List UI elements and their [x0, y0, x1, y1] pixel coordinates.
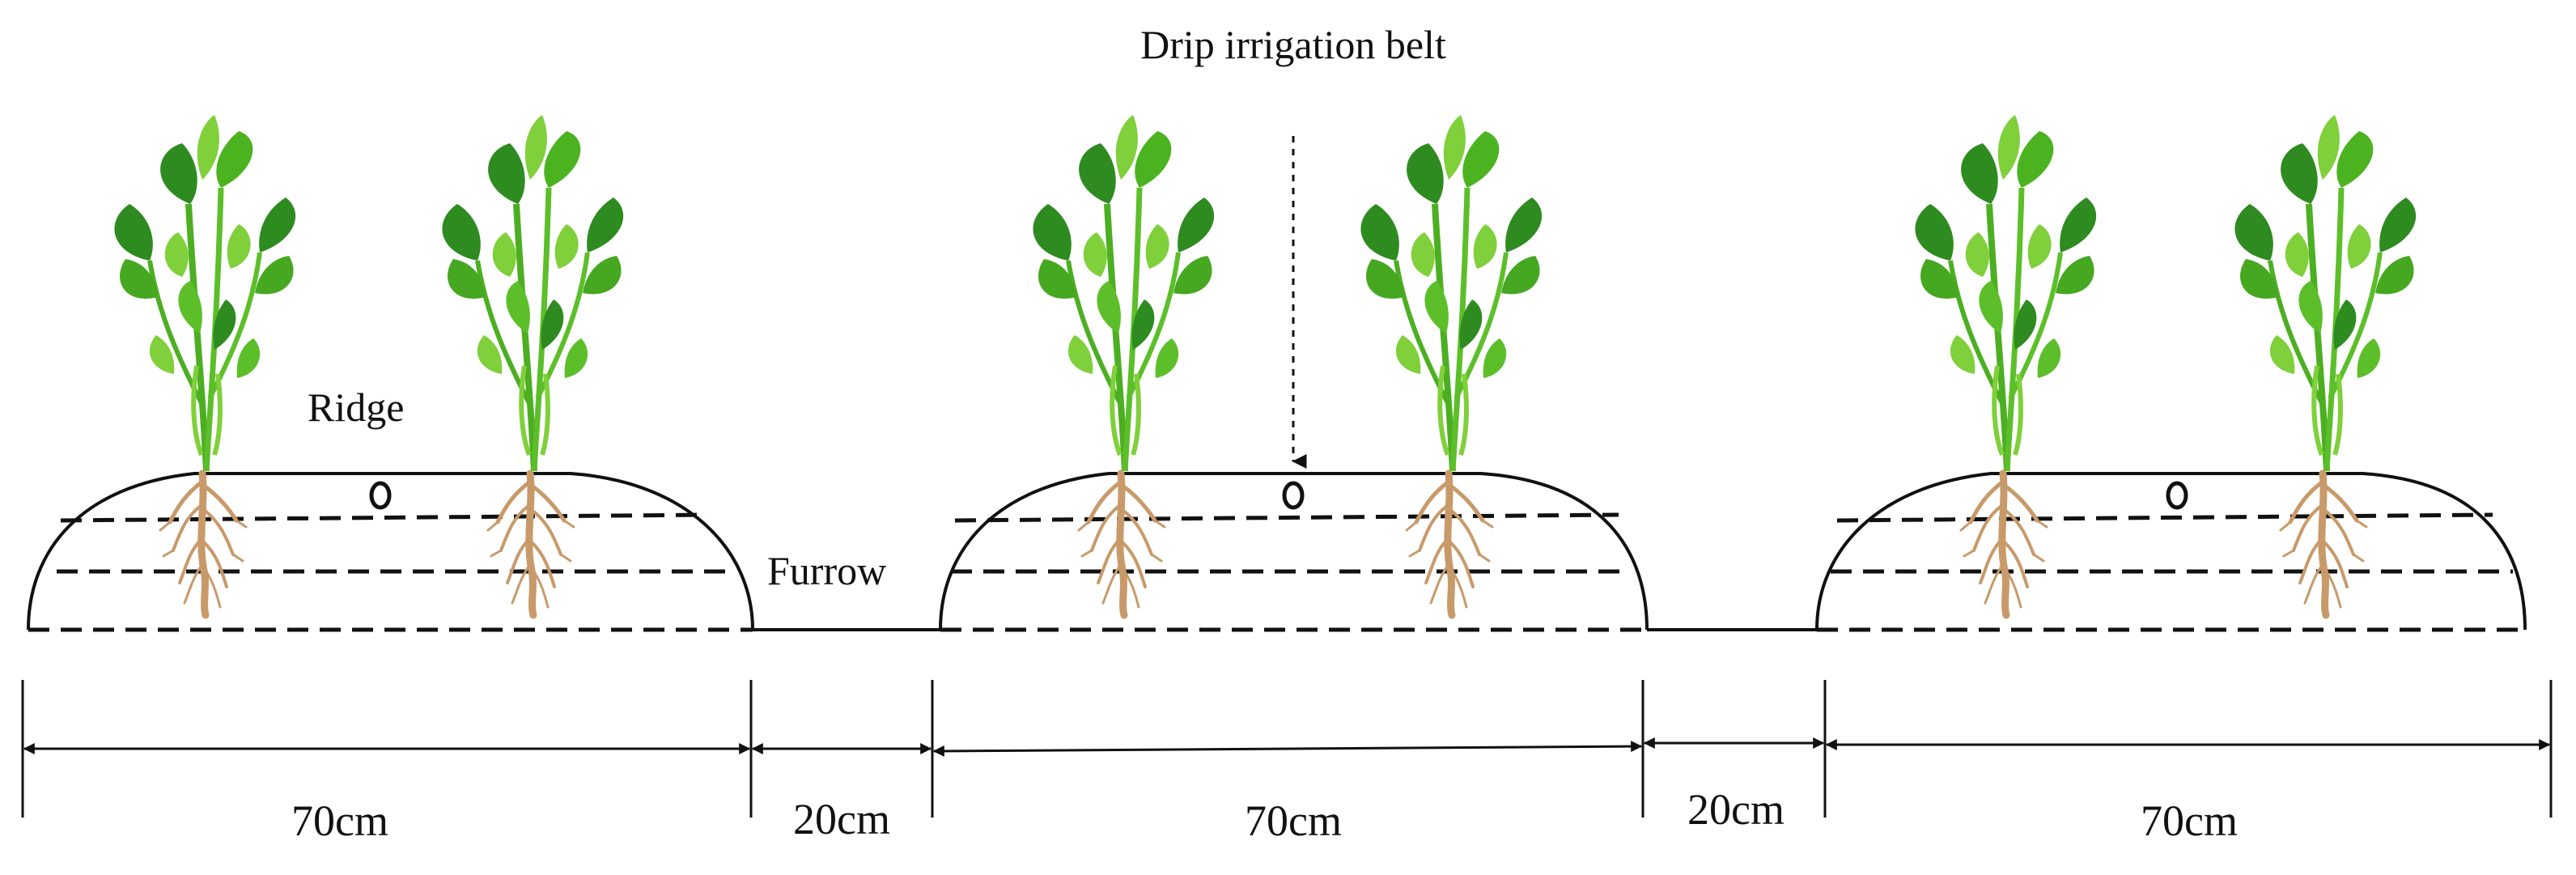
ridge-2: [939, 115, 1649, 632]
soybean-plant-icon: [442, 115, 623, 471]
ridge-outline: [939, 472, 1649, 631]
root-icon: [488, 474, 574, 615]
root-icon: [1961, 474, 2047, 615]
drip-emitter-icon: [2166, 481, 2188, 510]
dimension-label: 20cm: [1687, 785, 1785, 834]
dimension-arrow: [932, 741, 1643, 757]
root-icon: [2281, 474, 2366, 615]
ridge-outline: [1815, 472, 2527, 631]
root-icon: [1079, 474, 1165, 615]
root-icon: [1407, 474, 1492, 615]
dimension-labels: 70cm 20cm 70cm 20cm 70cm: [291, 785, 2238, 845]
dimension-label: 20cm: [793, 795, 890, 843]
ridge-outline: [27, 472, 754, 631]
soybean-plant-icon: [1033, 115, 1214, 471]
dimension-ticks: [21, 680, 2553, 818]
root-icon: [160, 474, 246, 615]
furrow-label: Furrow: [767, 548, 886, 593]
soybean-plant-icon: [2234, 115, 2416, 471]
soybean-plant-icon: [114, 115, 295, 471]
dimension-label: 70cm: [1245, 796, 1342, 845]
drip-emitter-icon: [369, 481, 392, 510]
dimension-label: 70cm: [291, 796, 388, 845]
dimension-label: 70cm: [2141, 796, 2238, 845]
drip-irrigation-belt-label: Drip irrigation belt: [1140, 22, 1446, 67]
ridge-1: [27, 115, 754, 632]
soil-layer-line: [1836, 512, 2493, 523]
ridge-label: Ridge: [308, 384, 404, 430]
soybean-plant-icon: [1915, 115, 2096, 471]
soil-layer-line: [954, 512, 1619, 523]
soybean-plant-icon: [1360, 115, 1542, 471]
soil-layer-line: [60, 512, 709, 523]
drip-emitter-icon: [1282, 481, 1305, 510]
ridge-3: [1815, 115, 2527, 632]
dimension-arrows: [23, 737, 2551, 757]
